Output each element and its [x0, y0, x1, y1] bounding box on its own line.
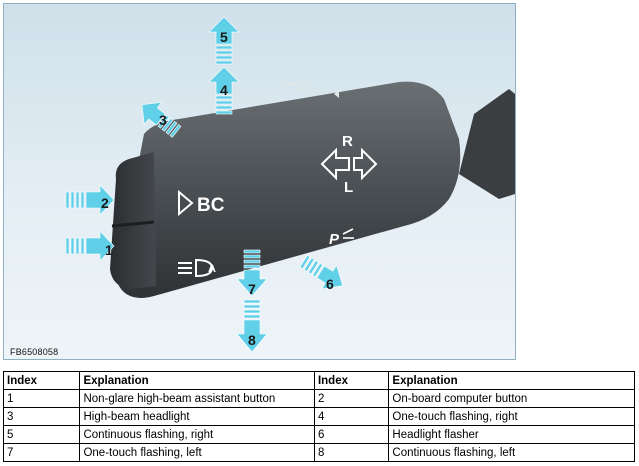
- cap-seam: [111, 220, 155, 228]
- stalk-drawing: BC A R L P: [65, 16, 515, 353]
- arrow-7: [236, 249, 268, 297]
- table-header-row: Index Explanation Index Explanation: [2, 371, 635, 390]
- callout-7: 7: [248, 281, 256, 297]
- callout-numbers: 1 2 3 4 5 6 7 8: [101, 29, 334, 348]
- header-index-1: Index: [2, 371, 81, 390]
- flasher-mark-icon: [283, 82, 309, 90]
- arrow-8: [236, 299, 268, 353]
- arrow-2: [65, 184, 115, 216]
- explanation-cell: Continuous flashing, right: [79, 425, 315, 444]
- callout-arrows: [65, 16, 344, 353]
- index-cell: 4: [313, 407, 390, 426]
- stalk-illustration: BC A R L P: [3, 3, 516, 360]
- triangle-mark-icon: [334, 90, 339, 98]
- callout-5: 5: [220, 29, 228, 45]
- right-label: R: [342, 133, 353, 150]
- arrow-6: [299, 254, 344, 290]
- index-cell: 3: [2, 407, 81, 426]
- callout-4: 4: [220, 82, 228, 98]
- explanation-cell: On-board computer button: [388, 389, 635, 408]
- bc-triangle-icon: [178, 189, 194, 217]
- parking-light-label: P: [329, 231, 340, 248]
- index-cell: 2: [313, 389, 390, 408]
- header-index-2: Index: [313, 371, 390, 390]
- legend-table: Index Explanation Index Explanation 1 No…: [2, 371, 635, 462]
- arrow-4: [208, 66, 240, 115]
- left-label: L: [344, 179, 353, 196]
- parking-light-icon: [342, 228, 354, 239]
- high-beam-assistant-icon: [178, 258, 214, 278]
- index-cell: 8: [313, 443, 390, 462]
- lever-body[interactable]: [116, 81, 461, 298]
- callout-3: 3: [159, 112, 167, 128]
- bc-label: BC: [197, 195, 225, 216]
- explanation-cell: Headlight flasher: [388, 425, 635, 444]
- explanation-cell: One-touch flashing, right: [388, 407, 635, 426]
- index-cell: 7: [2, 443, 81, 462]
- explanation-cell: Continuous flashing, left: [388, 443, 635, 462]
- index-cell: 5: [2, 425, 81, 444]
- explanation-cell: Non-glare high-beam assistant button: [79, 389, 315, 408]
- svg-text:A: A: [208, 263, 216, 275]
- table-row: 3 High-beam headlight 4 One-touch flashi…: [2, 407, 635, 426]
- index-cell: 1: [2, 389, 81, 408]
- stalk-shaft: [459, 89, 515, 199]
- callout-8: 8: [248, 332, 256, 348]
- header-explanation-2: Explanation: [388, 371, 635, 390]
- arrow-5: [208, 16, 240, 65]
- callout-2: 2: [101, 195, 109, 211]
- index-cell: 6: [313, 425, 390, 444]
- table-row: 7 One-touch flashing, left 8 Continuous …: [2, 443, 635, 462]
- header-explanation-1: Explanation: [79, 371, 315, 390]
- callout-1: 1: [105, 242, 113, 258]
- figure-code: FB6508058: [10, 347, 59, 357]
- table-row: 1 Non-glare high-beam assistant button 2…: [2, 389, 635, 408]
- callout-6: 6: [326, 276, 334, 292]
- explanation-cell: One-touch flashing, left: [79, 443, 315, 462]
- arrow-3: [141, 101, 182, 138]
- lever-end-cap: [110, 152, 156, 289]
- table-row: 5 Continuous flashing, right 6 Headlight…: [2, 425, 635, 444]
- turn-signal-icon: [320, 147, 378, 181]
- explanation-cell: High-beam headlight: [79, 407, 315, 426]
- arrow-1: [65, 230, 115, 262]
